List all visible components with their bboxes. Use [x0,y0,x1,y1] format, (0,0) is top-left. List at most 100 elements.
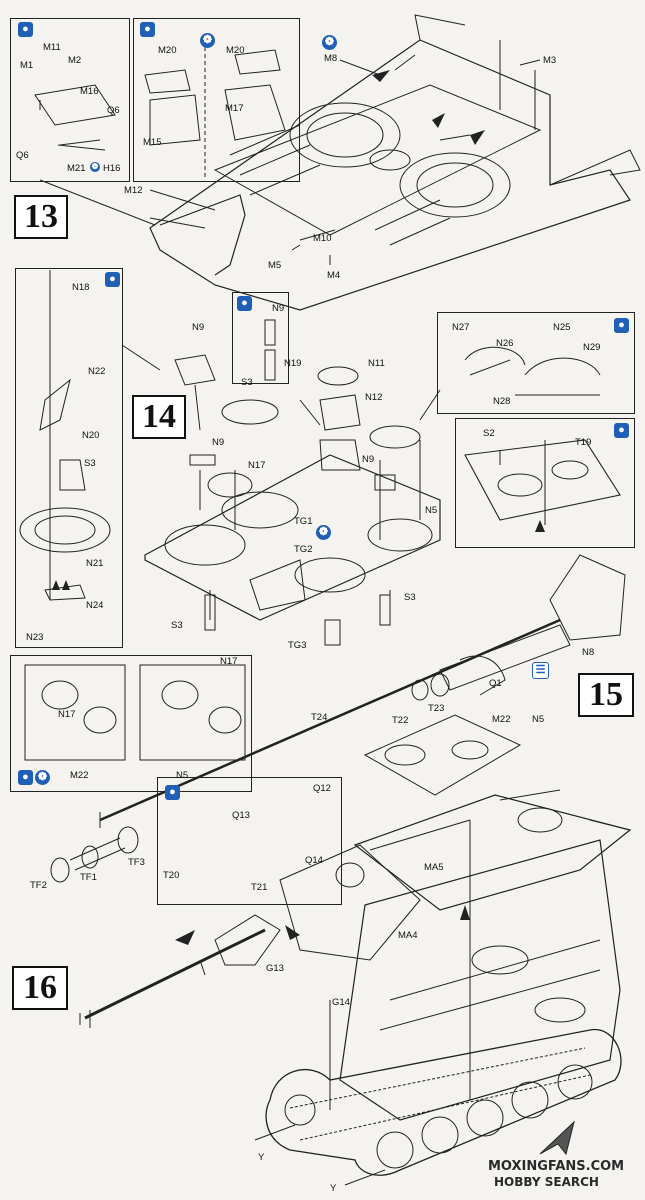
part-label: G14 [332,997,350,1008]
part-label: N9 [192,322,205,333]
part-label: N23 [26,632,44,643]
paint-icon: ☰ [532,662,549,679]
glue-icon: ● [140,22,155,37]
part-label: TG2 [294,544,313,555]
part-label: M21 [67,163,86,174]
part-label: MA5 [424,862,444,873]
part-label: M5 [268,260,282,271]
part-label: N12 [365,392,383,403]
part-label: T19 [575,437,592,448]
part-label: T21 [251,882,268,893]
part-label: Q6 [16,150,29,161]
part-label: N9 [212,437,225,448]
part-label: Q14 [305,855,323,866]
watermark-line2: HOBBY SEARCH [494,1175,599,1189]
part-label: S3 [171,620,183,631]
part-label: M20 [226,45,245,56]
part-label: N11 [368,358,385,369]
part-label: N17 [248,460,266,471]
part-label: N20 [82,430,100,441]
part-label: N18 [72,282,90,293]
part-label: M8 [324,53,338,64]
part-label: MA4 [398,930,418,941]
part-label: G13 [266,963,284,974]
part-label: M4 [327,270,341,281]
glue-icon: ● [614,423,629,438]
part-label: N21 [86,558,104,569]
step14-panel-top-right [437,312,635,414]
step-15-number: 15 [578,673,634,717]
part-label: Y [330,1183,337,1194]
part-label: T24 [311,712,328,723]
part-label: M17 [225,103,244,114]
part-label: S3 [241,377,253,388]
part-label: M22 [492,714,511,725]
part-label: T20 [163,870,180,881]
part-label: N19 [284,358,302,369]
part-label: T23 [428,703,445,714]
part-label: N9 [272,303,285,314]
watermark-arrow-icon [539,1120,575,1156]
part-label: M16 [80,86,99,97]
part-label: S3 [84,458,96,469]
step16-panel-mantlet [157,777,342,905]
part-label: N5 [425,505,438,516]
part-label: T22 [392,715,409,726]
option-icon: ❁ [322,35,337,50]
part-label: TG3 [288,640,307,651]
step14-panel-top-center [232,292,289,384]
part-label: M11 [43,42,61,53]
glue-icon: ● [105,272,120,287]
part-label: TF1 [80,872,97,883]
glue-icon: ● [237,296,252,311]
part-label: N8 [582,647,595,658]
part-label: Q12 [313,783,331,794]
watermark-logo [536,1118,578,1158]
part-label: N5 [532,714,545,725]
option-icon: ❁ [90,162,100,172]
step14-panel-mid-right [455,418,635,548]
glue-icon: ● [165,785,180,800]
part-label: N26 [496,338,514,349]
part-label: H16 [103,163,121,174]
option-icon: ❁ [316,525,331,540]
part-label: Q1 [489,678,502,689]
step13-subpanel-left [10,18,130,182]
part-label: M12 [124,185,143,196]
option-icon: ❁ [35,770,50,785]
part-label: N5 [176,770,189,781]
step14-panel-left [15,268,123,648]
part-label: S3 [404,592,416,603]
glue-icon: ● [18,770,33,785]
part-label: N17 [220,656,238,667]
watermark-line1: MOXINGFANS.COM [488,1159,625,1174]
option-icon: ❁ [200,33,215,48]
part-label: M15 [143,137,162,148]
part-label: N27 [452,322,470,333]
part-label: M2 [68,55,82,66]
part-label: M22 [70,770,89,781]
part-label: TF3 [128,857,145,868]
part-label: TF2 [30,880,47,891]
part-label: Y [258,1152,265,1163]
part-label: N9 [362,454,375,465]
part-label: TG1 [294,516,313,527]
step13-subpanel-right [133,18,300,182]
part-label: N22 [88,366,106,377]
part-label: S2 [483,428,495,439]
part-label: N29 [583,342,601,353]
part-label: N25 [553,322,571,333]
glue-icon: ● [18,22,33,37]
part-label: N17 [58,709,76,720]
step-14-number: 14 [132,395,186,439]
part-label: M1 [20,60,34,71]
part-label: M3 [543,55,557,66]
part-label: N28 [493,396,511,407]
part-label: Q13 [232,810,250,821]
part-label: M10 [313,233,332,244]
step-16-number: 16 [12,966,68,1010]
step-13-number: 13 [14,195,68,239]
glue-icon: ● [614,318,629,333]
